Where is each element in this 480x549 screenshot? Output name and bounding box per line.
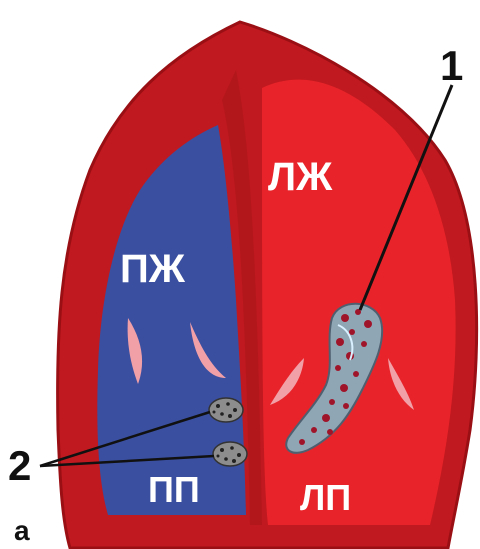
marker-1: 1: [440, 42, 463, 89]
label-right-ventricle: ПЖ: [120, 247, 186, 291]
label-right-atrium: ПП: [148, 469, 200, 510]
thrombus-icon: [213, 442, 247, 466]
panel-label: а: [14, 515, 30, 546]
label-left-ventricle: ЛЖ: [268, 155, 333, 199]
label-left-atrium: ЛП: [300, 477, 351, 518]
marker-2: 2: [8, 442, 31, 489]
thrombus-icon: [209, 398, 243, 422]
